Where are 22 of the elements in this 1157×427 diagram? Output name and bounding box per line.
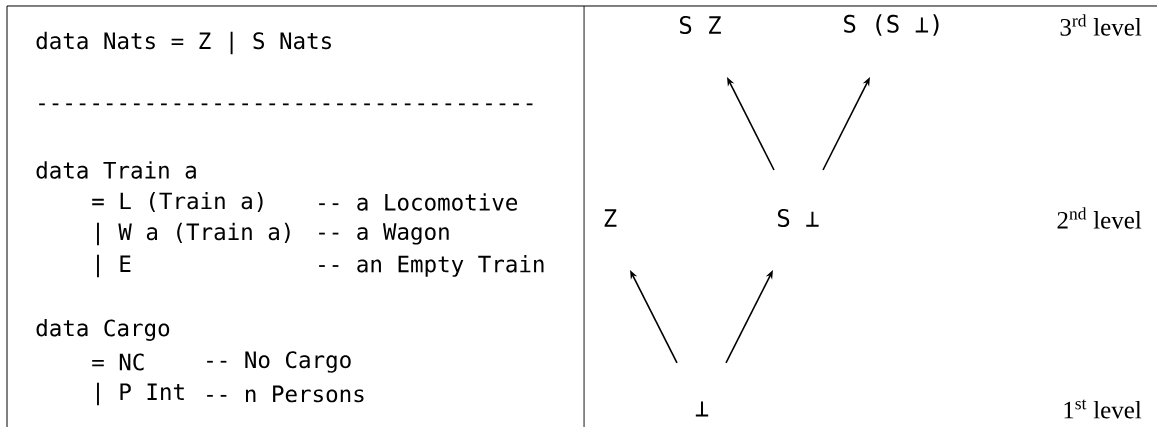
code-line: | P Int [97, 382, 184, 406]
level-label: 2$^{nd}$ level [1057, 207, 1142, 229]
code-line: = NC [92, 353, 144, 371]
code-line: -- an Empty Train [319, 255, 544, 277]
code-line: -- n Persons [207, 385, 364, 403]
code-line: -- a Wagon [319, 223, 449, 245]
code-line: | W a (Train a) [97, 222, 290, 246]
term-text: S Z [679, 15, 721, 35]
term-text: S ⊥ [777, 208, 819, 228]
term-text: ⊥ [695, 401, 709, 417]
level-label: 1$^{st}$ level [1064, 399, 1142, 419]
code-line: -- No Cargo [207, 351, 351, 373]
level-label: 3$^{rd}$ level [1060, 14, 1142, 36]
code-line: data Cargo [36, 319, 170, 341]
code-line: data Nats = Z | S Nats [36, 31, 331, 55]
code-line: | E [97, 254, 131, 278]
code-line: ------------------------------------- [39, 103, 533, 106]
code-line: = L (Train a) [92, 191, 263, 212]
code-line: data Train a [36, 161, 196, 179]
term-text: S (S ⊥) [844, 14, 939, 36]
code-line: -- a Locomotive [319, 193, 518, 211]
term-text: Z [604, 209, 617, 227]
